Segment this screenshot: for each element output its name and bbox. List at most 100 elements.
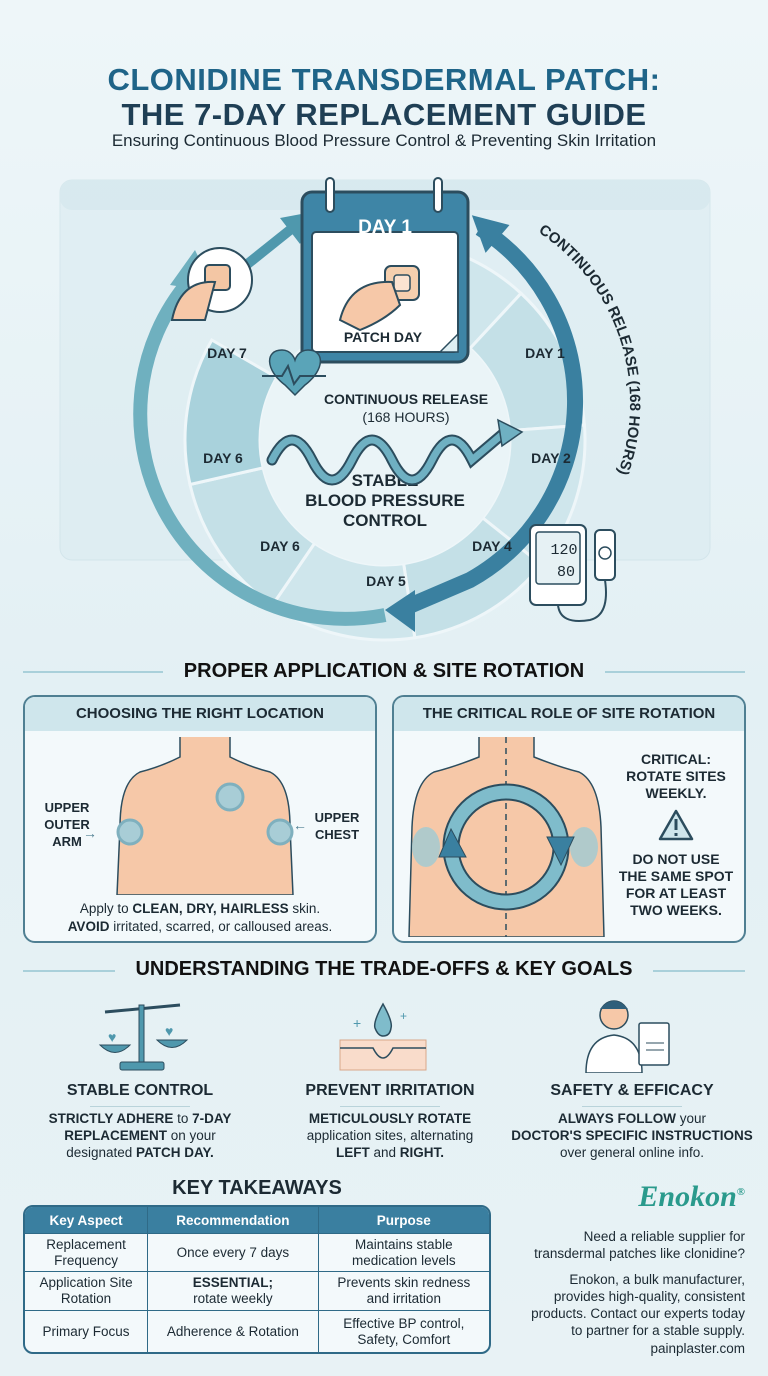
divider — [653, 970, 745, 972]
text-run: Apply to — [79, 901, 133, 916]
doctor-icon — [585, 1000, 670, 1073]
calendar-day: DAY 1 — [358, 217, 412, 238]
release-arrow-head-bottom — [385, 590, 415, 632]
bp-monitor-icon — [529, 524, 616, 622]
segment-label: DAY 5 — [366, 573, 406, 589]
critical-note: CRITICAL: ROTATE SITES WEEKLY. — [626, 751, 726, 801]
segment-label: DAY 1 — [525, 345, 565, 361]
skin-drop-icon: ++ — [339, 1002, 427, 1071]
divider — [90, 1106, 190, 1107]
patch-site-arm-right — [266, 818, 294, 846]
table-cell: ESSENTIAL;rotate weekly — [147, 1271, 318, 1310]
segment-label: DAY 6 — [260, 538, 300, 554]
center-goal-line2: BLOOD PRESSURE — [305, 491, 465, 510]
text-run: STRICTLY ADHERE — [48, 1111, 174, 1126]
column-header: Purpose — [317, 1207, 489, 1233]
segment-label: DAY 6 — [203, 450, 243, 466]
table-cell: Effective BP control,Safety, Comfort — [317, 1310, 489, 1352]
label-upper-chest: UPPER CHEST — [314, 810, 360, 842]
text-run: skin. — [288, 901, 321, 916]
balance-scale-icon: ♥♥ — [98, 1003, 189, 1071]
text-run: RIGHT. — [399, 1145, 445, 1160]
divider — [340, 1106, 440, 1107]
subtitle: Ensuring Continuous Blood Pressure Contr… — [111, 131, 657, 150]
monitor-systolic: 120 — [550, 542, 577, 559]
calendar-caption: PATCH DAY — [344, 329, 423, 345]
patch-site-chest — [215, 782, 245, 812]
location-panel: CHOOSING THE RIGHT LOCATION UPPER OUTER … — [23, 695, 377, 943]
application-heading: PROPER APPLICATION & SITE ROTATION — [183, 660, 585, 682]
label-upper-outer-arm: UPPER OUTER ARM — [44, 800, 90, 849]
center-release-line1: CONTINUOUS RELEASE — [324, 391, 488, 407]
center-disk — [260, 315, 510, 565]
monitor-diastolic: 80 — [557, 564, 575, 581]
column-header: Recommendation — [147, 1207, 318, 1233]
location-panel-title: CHOOSING THE RIGHT LOCATION — [25, 697, 375, 731]
website-link[interactable]: painplaster.com — [650, 1341, 745, 1356]
divider — [605, 671, 745, 673]
table-cell: Once every 7 days — [147, 1233, 318, 1271]
text-run: application sites, alternating — [306, 1128, 474, 1143]
segment-label: DAY 2 — [531, 450, 571, 466]
text-run: ALWAYS FOLLOW — [557, 1111, 676, 1126]
enokon-logo: Enokon® — [638, 1180, 745, 1213]
divider — [23, 671, 163, 673]
rotation-panel: THE CRITICAL ROLE OF SITE ROTATION CRITI… — [392, 695, 746, 943]
text-run: DOCTOR'S SPECIFIC INSTRUCTIONS — [511, 1128, 753, 1143]
text-run: on your — [166, 1128, 216, 1143]
text-run: to — [173, 1111, 193, 1126]
text-run: 7-DAY — [192, 1111, 232, 1126]
goal-title: STABLE CONTROL — [66, 1082, 214, 1099]
table-cell: Primary Focus — [25, 1310, 148, 1352]
text-run: irritated, scarred, or calloused areas. — [109, 919, 333, 934]
cycle-arrow-left — [133, 275, 387, 626]
text-run: REPLACEMENT — [64, 1128, 167, 1143]
svg-text:♥: ♥ — [165, 1023, 173, 1039]
text-run: your — [675, 1111, 706, 1126]
segment-label: DAY 7 — [207, 345, 247, 361]
rotation-panel-title: THE CRITICAL ROLE OF SITE ROTATION — [394, 697, 744, 731]
arrow-left-icon: ← — [293, 817, 307, 833]
goals-heading: UNDERSTANDING THE TRADE-OFFS & KEY GOALS — [135, 958, 633, 980]
rotation-illustration — [408, 737, 605, 937]
text-run: METICULOUSLY ROTATE — [308, 1111, 472, 1126]
text-run: PATCH DAY. — [136, 1145, 214, 1160]
text-run: CLEAN, DRY, HAIRLESS — [132, 901, 289, 916]
divider — [582, 1106, 682, 1107]
svg-text:♥: ♥ — [108, 1029, 116, 1045]
hand-patch-icon — [338, 265, 420, 332]
warning-icon — [658, 809, 694, 841]
takeaways-heading: KEY TAKEAWAYS — [172, 1177, 342, 1199]
divider — [23, 970, 115, 972]
promo-pitch: Enokon, a bulk manufacturer,provides hig… — [531, 1272, 745, 1338]
text-run: and — [369, 1145, 400, 1160]
remove-patch-icon — [170, 247, 253, 321]
table-cell: Adherence & Rotation — [147, 1310, 318, 1352]
goal-title: SAFETY & EFFICACY — [550, 1082, 714, 1099]
release-arrow-right — [396, 221, 583, 618]
torso-illustration — [116, 737, 294, 895]
text-run: AVOID — [67, 919, 110, 934]
title-line-2: THE 7-DAY REPLACEMENT GUIDE — [121, 97, 647, 132]
arrow-right-icon: → — [83, 825, 97, 841]
svg-text:+: + — [400, 1009, 407, 1023]
text-run: designated — [66, 1145, 137, 1160]
center-release-line2: (168 HOURS) — [362, 409, 449, 425]
center-goal-line3: CONTROL — [343, 511, 427, 530]
goal-text: METICULOUSLY ROTATE application sites, al… — [265, 1110, 515, 1161]
warning-note: DO NOT USE THE SAME SPOT FOR AT LEAST TW… — [618, 851, 734, 918]
goal-title: PREVENT IRRITATION — [305, 1082, 475, 1099]
heart-pulse-icon — [262, 349, 326, 397]
location-caption: Apply to CLEAN, DRY, HAIRLESS skin. AVOID… — [25, 900, 375, 936]
release-arrow-head-top — [471, 215, 510, 253]
goal-text: STRICTLY ADHERE to 7-DAY REPLACEMENT on y… — [15, 1110, 265, 1161]
